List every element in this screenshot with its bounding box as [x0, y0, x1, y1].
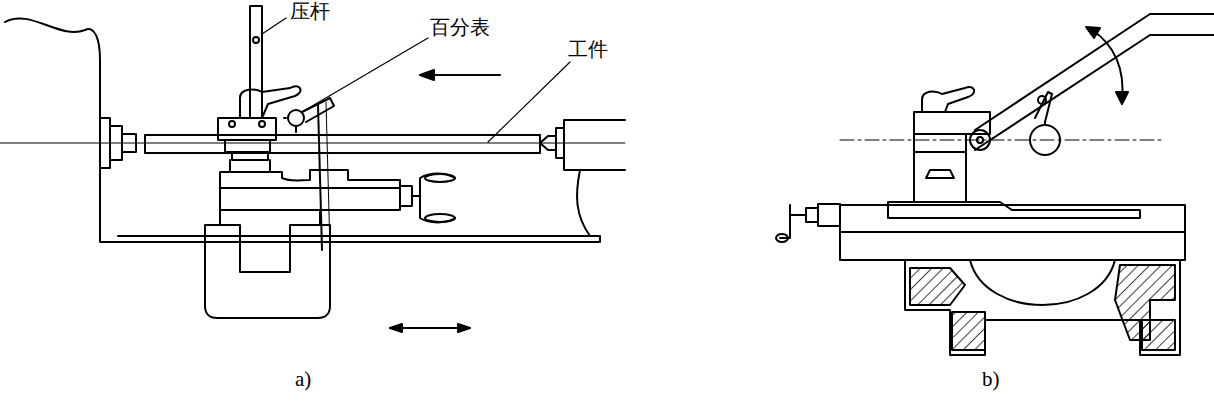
part-label: 压杆 — [290, 0, 330, 22]
part-label: 工件 — [568, 38, 608, 60]
part-label: 百分表 — [430, 16, 490, 38]
subfigure-label: a) — [295, 368, 311, 391]
subfigure-label: b) — [982, 368, 1000, 391]
